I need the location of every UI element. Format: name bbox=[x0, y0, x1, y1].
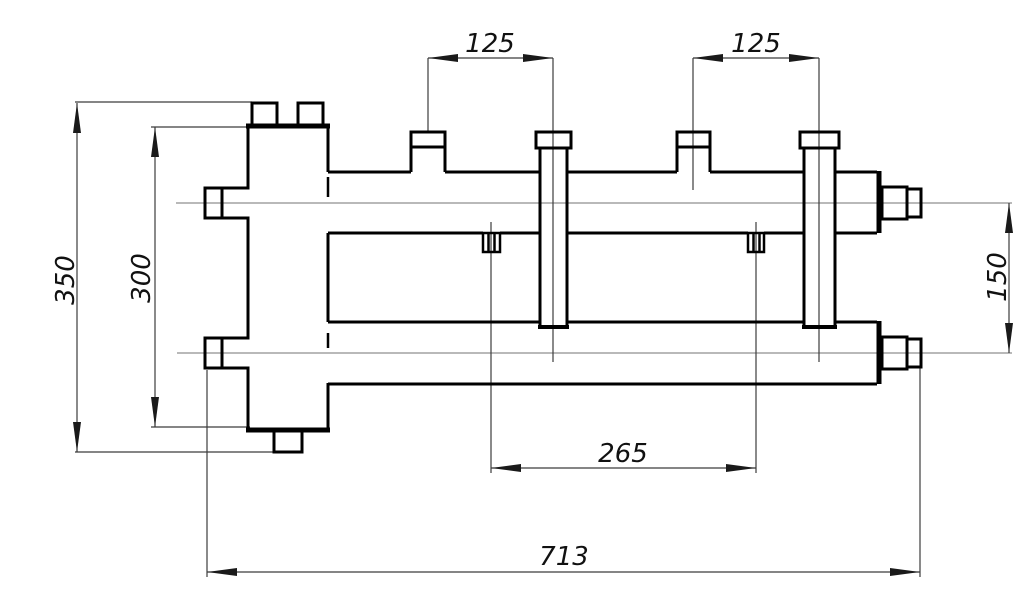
dim-label-axis-spacing: 150 bbox=[983, 252, 1013, 302]
heavy-edges bbox=[246, 123, 882, 433]
drain-nubs bbox=[481, 231, 766, 254]
header-bottom-socket bbox=[272, 431, 304, 454]
dim-label-nub-spacing: 265 bbox=[598, 439, 648, 469]
dimension-lines bbox=[75, 57, 1010, 577]
dim-label-pitch-right: 125 bbox=[731, 29, 781, 59]
dim-label-overall-height: 350 bbox=[51, 255, 81, 305]
riser-2-cap bbox=[798, 130, 841, 150]
bottom-pipe-walls bbox=[328, 320, 877, 386]
top-socket-1 bbox=[409, 130, 447, 172]
dim-label-overall-length: 713 bbox=[539, 542, 589, 572]
manifold-outline bbox=[203, 101, 923, 454]
header-top-sockets bbox=[250, 101, 325, 125]
header-block-left-edge bbox=[203, 126, 250, 429]
outlet-bottom-nut bbox=[905, 337, 923, 369]
pipe-centerlines bbox=[176, 202, 1012, 354]
dim-label-body-height: 300 bbox=[127, 253, 157, 303]
riser-bodies bbox=[538, 148, 837, 326]
dim-label-pitch-left: 125 bbox=[465, 29, 515, 59]
riser-1-cap bbox=[534, 130, 573, 150]
outlet-top-nut bbox=[905, 187, 923, 219]
dimension-arrows bbox=[73, 54, 1013, 576]
top-socket-2 bbox=[675, 130, 712, 172]
top-pipe-walls bbox=[328, 170, 877, 235]
